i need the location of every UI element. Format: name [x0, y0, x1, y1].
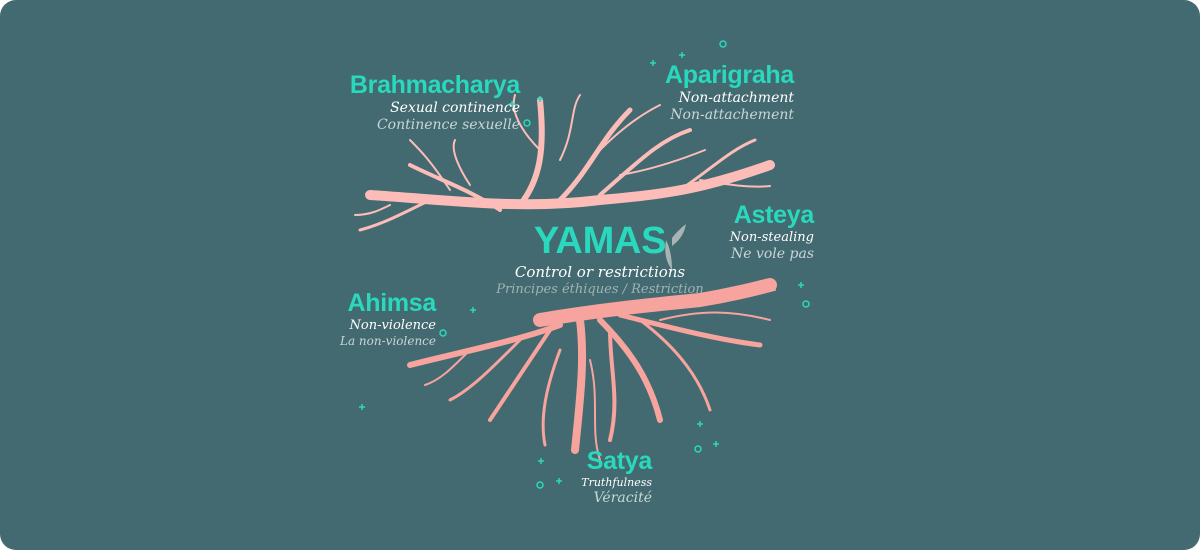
top-branches — [354, 94, 775, 232]
item-french: Non-attachement — [670, 106, 794, 123]
item-satya: Satya Truthfulness Véracité — [540, 448, 652, 505]
item-aparigraha: Aparigraha Non-attachment Non-attachemen… — [600, 62, 794, 123]
center-title-block: YAMAS Control or restrictions Principes … — [470, 220, 730, 297]
item-english: Sexual continence — [390, 100, 520, 117]
item-brahmacharya: Brahmacharya Sexual continence Continenc… — [300, 72, 520, 133]
item-french: Continence sexuelle — [376, 116, 520, 133]
item-title: Satya — [586, 447, 653, 475]
leaf-icon — [665, 224, 686, 270]
item-title: Ahimsa — [347, 289, 436, 317]
sparkle-decorations — [359, 40, 810, 489]
item-title: Aparigraha — [665, 61, 794, 89]
subtitle-english: Control or restrictions — [514, 262, 686, 281]
item-english: Non-violence — [349, 318, 437, 334]
item-english: Non-attachment — [678, 90, 794, 107]
item-french: Ne vole pas — [730, 245, 814, 262]
item-asteya: Asteya Non-stealing Ne vole pas — [680, 201, 815, 262]
subtitle-french: Principes éthiques / Restriction — [496, 281, 704, 297]
bottom-roots — [407, 278, 777, 461]
item-english: Truthfulness — [581, 476, 652, 490]
item-english: Non-stealing — [729, 230, 814, 246]
item-title: Brahmacharya — [349, 71, 520, 99]
item-french: Véracité — [593, 489, 652, 506]
main-title: YAMAS — [533, 220, 667, 262]
item-ahimsa: Ahimsa Non-violence La non-violence — [300, 290, 436, 347]
item-french: La non-violence — [339, 333, 436, 348]
item-title: Asteya — [733, 201, 815, 229]
